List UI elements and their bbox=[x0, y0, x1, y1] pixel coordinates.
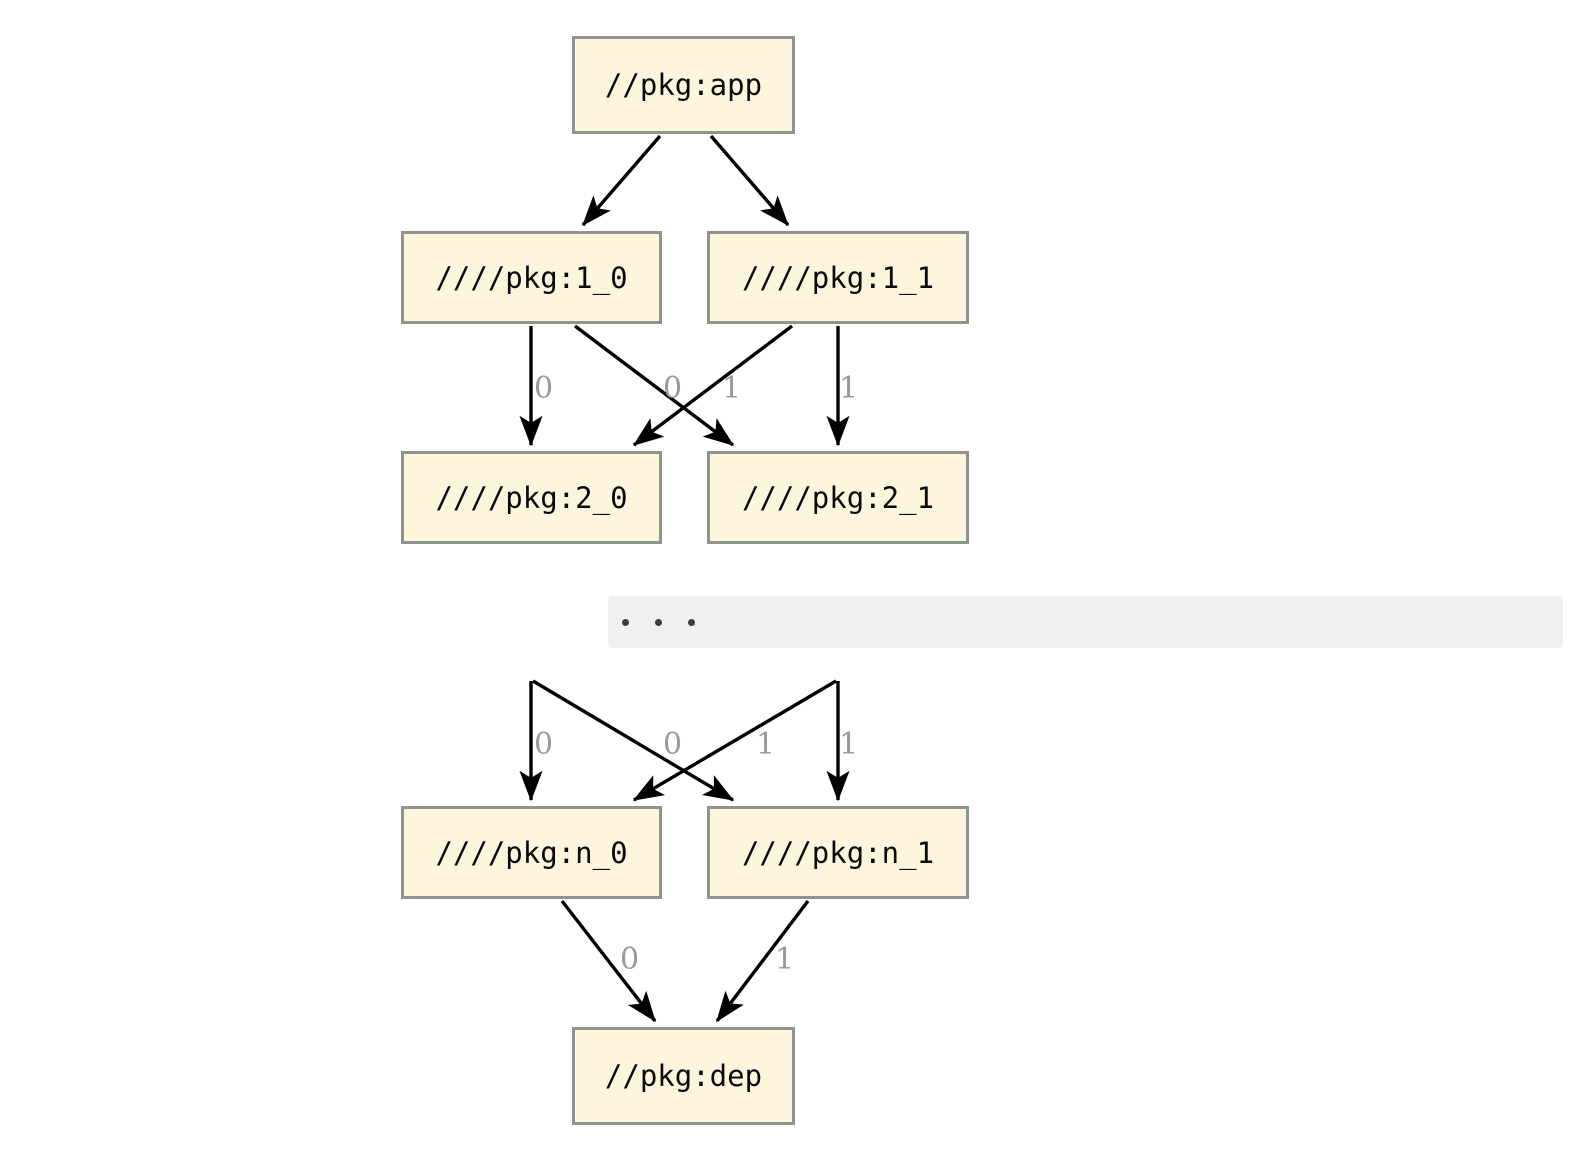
graph-node-ln_1[interactable]: ////pkg:n_1 bbox=[707, 806, 969, 899]
ellipsis-dot bbox=[688, 618, 695, 626]
edge-label: 1 bbox=[839, 727, 859, 762]
graph-node-label: ////pkg:1_0 bbox=[435, 260, 628, 295]
edge-label: 0 bbox=[534, 371, 554, 406]
graph-node-app[interactable]: //pkg:app bbox=[572, 36, 795, 134]
edge-label: 1 bbox=[839, 371, 859, 406]
graph-node-label: ////pkg:n_1 bbox=[741, 835, 935, 870]
graph-node-label: //pkg:dep bbox=[604, 1059, 763, 1093]
graph-edge bbox=[573, 324, 735, 447]
edge-label: 1 bbox=[722, 371, 742, 406]
graph-node-dep[interactable]: //pkg:dep bbox=[572, 1027, 795, 1125]
graph-edge bbox=[709, 134, 790, 227]
ellipsis-dots bbox=[622, 618, 695, 626]
graph-node-l1_0[interactable]: ////pkg:1_0 bbox=[401, 231, 662, 324]
graph-edge bbox=[581, 134, 662, 227]
graph-node-label: ////pkg:1_1 bbox=[741, 260, 935, 295]
ellipsis-band bbox=[608, 596, 1563, 648]
graph-edge bbox=[560, 899, 657, 1023]
graph-node-l2_1[interactable]: ////pkg:2_1 bbox=[707, 451, 969, 544]
graph-node-l2_0[interactable]: ////pkg:2_0 bbox=[401, 451, 662, 544]
graph-edge bbox=[532, 679, 735, 802]
graph-node-l1_1[interactable]: ////pkg:1_1 bbox=[707, 231, 969, 324]
edge-label: 0 bbox=[663, 727, 683, 762]
graph-node-ln_0[interactable]: ////pkg:n_0 bbox=[401, 806, 662, 899]
graph-edge bbox=[632, 324, 794, 447]
edge-label: 1 bbox=[756, 727, 776, 762]
edge-label: 1 bbox=[775, 942, 795, 977]
ellipsis-dot bbox=[655, 618, 662, 626]
edge-label: 0 bbox=[663, 371, 683, 406]
graph-edge bbox=[715, 899, 810, 1023]
edge-label: 0 bbox=[534, 727, 554, 762]
ellipsis-dot bbox=[622, 618, 629, 626]
graph-node-label: ////pkg:n_0 bbox=[435, 835, 628, 870]
edge-label: 0 bbox=[620, 942, 640, 977]
graph-node-label: //pkg:app bbox=[604, 68, 763, 102]
graph-node-label: ////pkg:2_0 bbox=[435, 480, 628, 515]
graph-node-label: ////pkg:2_1 bbox=[741, 480, 935, 515]
